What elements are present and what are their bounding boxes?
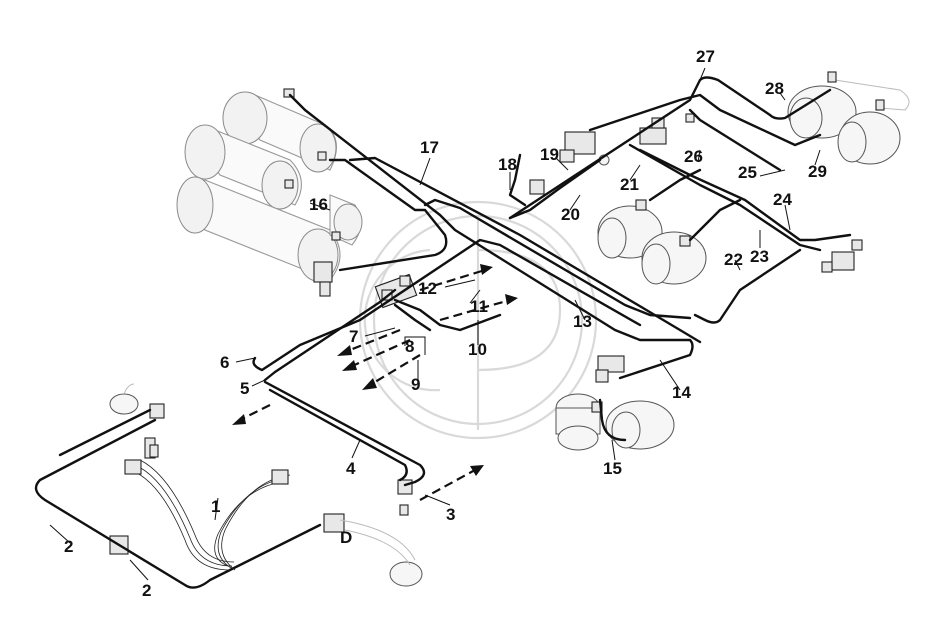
callout-5: 5 xyxy=(240,379,249,398)
callout-8: 8 xyxy=(405,337,414,356)
arrow-head-3 xyxy=(470,465,484,476)
callout-18: 18 xyxy=(498,155,517,174)
callout-15: 15 xyxy=(603,459,622,478)
callout-2-bottom: 2 xyxy=(142,581,151,600)
callout-26: 26 xyxy=(684,147,703,166)
connection-arrows xyxy=(232,264,518,501)
valve-cluster-19 xyxy=(529,131,610,195)
callout-17: 17 xyxy=(420,138,439,157)
callout-6: 6 xyxy=(220,353,229,372)
callout-16: 16 xyxy=(309,195,328,214)
arrow-head-left xyxy=(232,414,246,425)
callout-14: 14 xyxy=(672,383,691,402)
callout-23: 23 xyxy=(750,247,769,266)
callout-2-left: 2 xyxy=(64,537,73,556)
brake-chamber-group-rear xyxy=(639,71,910,165)
callout-25: 25 xyxy=(738,163,757,182)
brake-chamber-group-front xyxy=(555,355,675,451)
callout-1: 1 xyxy=(211,497,220,516)
callout-19: 19 xyxy=(540,145,559,164)
arrow-head-9 xyxy=(362,378,377,390)
callout-21: 21 xyxy=(620,175,639,194)
callout-labels: 1 2 2 3 4 5 6 7 8 9 10 11 12 13 14 15 16… xyxy=(64,47,827,600)
callout-27: 27 xyxy=(696,47,715,66)
brake-chamber-group-mid xyxy=(597,199,707,285)
callout-7: 7 xyxy=(349,327,358,346)
callout-11: 11 xyxy=(470,297,488,316)
arrow-head-10 xyxy=(505,294,518,305)
callout-10: 10 xyxy=(468,340,487,359)
arrow-head-12 xyxy=(480,264,493,275)
callout-22: 22 xyxy=(724,250,743,269)
callout-29: 29 xyxy=(808,162,827,181)
arrow-head-8 xyxy=(342,360,357,371)
watermark-logo xyxy=(358,200,598,440)
callout-12: 12 xyxy=(418,279,437,298)
air-tank-group xyxy=(176,88,363,297)
callout-9: 9 xyxy=(411,375,420,394)
trailer-coupling-group xyxy=(109,383,423,587)
callout-28: 28 xyxy=(765,79,784,98)
callout-leaders xyxy=(49,67,821,581)
arrow-head-7 xyxy=(337,345,352,356)
callout-3: 3 xyxy=(446,505,455,524)
callout-4: 4 xyxy=(346,459,356,478)
supply-hose-bundle xyxy=(124,444,291,571)
callout-D: D xyxy=(340,528,352,547)
callout-24: 24 xyxy=(773,190,792,209)
pipe-network xyxy=(34,76,852,589)
callout-13: 13 xyxy=(573,312,592,331)
callout-20: 20 xyxy=(561,205,580,224)
valve-right-24 xyxy=(821,239,863,273)
